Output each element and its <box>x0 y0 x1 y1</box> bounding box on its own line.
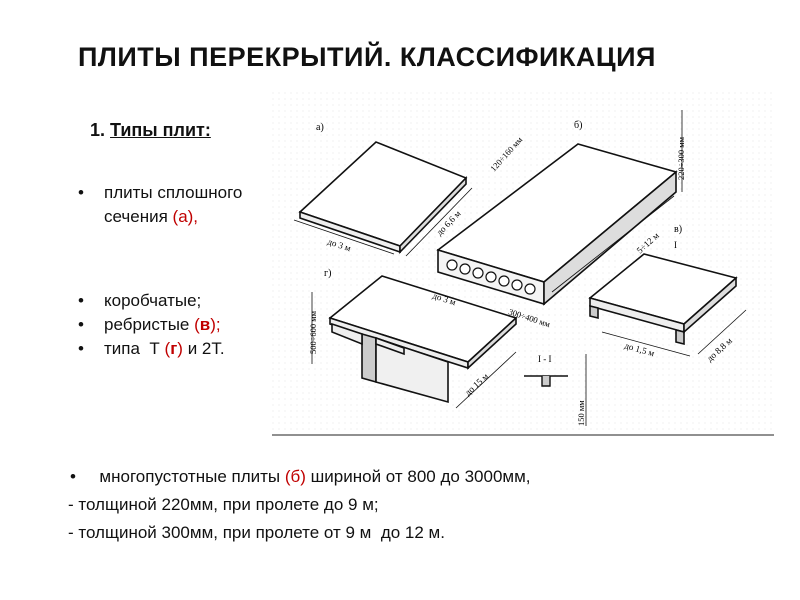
type-mark-v: в <box>199 315 211 334</box>
slab-types-drawing: а) до 3 м до 6,6 м б) 120÷160 мм 220÷300… <box>272 92 774 436</box>
bullet-dot: • <box>78 315 84 334</box>
type-mark-g-close: ) <box>177 339 183 358</box>
note-text-tail: шириной от 800 до 3000мм, <box>310 467 531 486</box>
note-text: многопустотные плиты <box>99 467 281 486</box>
label-a: а) <box>316 122 324 133</box>
label-v: в) <box>674 224 682 235</box>
list-item-text-line1: плиты сплошного <box>104 183 243 202</box>
dim-line-a-width <box>293 219 395 255</box>
dim-b-height: 220÷300 мм <box>676 136 686 180</box>
note-line-2: - толщиной 220мм, при пролете до 9 м; <box>68 495 379 514</box>
list-item-ribbed: • ребристые (в); <box>78 313 225 337</box>
list-item-text: сечения <box>104 207 168 226</box>
dim-line-b-length <box>551 195 675 293</box>
dim-line-g-length <box>455 351 517 409</box>
bullet-list-top: • плиты сплошного сечения (а), <box>78 181 242 229</box>
bullet-dot: • <box>70 467 76 486</box>
section-label: I - I <box>538 354 552 364</box>
slab-a-solid <box>298 141 468 254</box>
list-item-solid: • плиты сплошного сечения (а), <box>78 181 242 229</box>
bullet-list-mid: • коробчатые; • ребристые (в); • типа Т … <box>78 289 225 361</box>
bullet-dot: • <box>78 339 84 358</box>
list-item-text: коробчатые; <box>104 291 202 310</box>
dim-line-v-width <box>601 331 691 357</box>
list-item-tail: и 2Т. <box>187 339 225 358</box>
dim-line-a-length <box>405 187 473 257</box>
slab-v-ribbed <box>588 253 738 346</box>
hollow-core-notes: • многопустотные плиты (б) шириной от 80… <box>68 463 531 547</box>
type-mark-g: г <box>170 339 178 358</box>
type-mark-b: (б) <box>284 467 306 486</box>
dim-g-height: 500÷600 мм <box>308 310 318 354</box>
list-item-text: типа Т <box>104 339 160 358</box>
label-b: б) <box>574 120 582 131</box>
bullet-dot: • <box>78 183 84 202</box>
type-mark-g-open: ( <box>164 339 171 358</box>
list-item-text-line2: сечения (а), <box>104 205 242 229</box>
slide-title: ПЛИТЫ ПЕРЕКРЫТИЙ. КЛАССИФИКАЦИЯ <box>78 42 656 72</box>
dim-line-v-length <box>697 309 747 355</box>
type-mark-a: (а), <box>172 207 199 226</box>
list-item-t-type: • типа Т (г) и 2Т. <box>78 337 225 361</box>
hollow-core-voids <box>446 259 536 295</box>
slab-g-t-type <box>328 275 518 404</box>
note-line-3: - толщиной 300мм, при пролете от 9 м до … <box>68 523 445 542</box>
section-number: 1. <box>90 120 106 140</box>
list-item-box: • коробчатые; <box>78 289 225 313</box>
type-mark-v-open: ( <box>194 315 200 334</box>
label-g: г) <box>324 268 331 279</box>
type-mark-v-close: ); <box>210 315 221 334</box>
dim-section: 150 мм <box>576 400 586 426</box>
section-label: Типы плит: <box>110 120 211 140</box>
section-heading: 1. Типы плит: <box>90 120 211 141</box>
section-profile <box>524 375 568 387</box>
list-item-text: ребристые <box>104 315 190 334</box>
note-line-1: • многопустотные плиты (б) шириной от 80… <box>68 463 531 491</box>
section-mark: I <box>674 240 677 250</box>
bullet-dot: • <box>78 291 84 310</box>
